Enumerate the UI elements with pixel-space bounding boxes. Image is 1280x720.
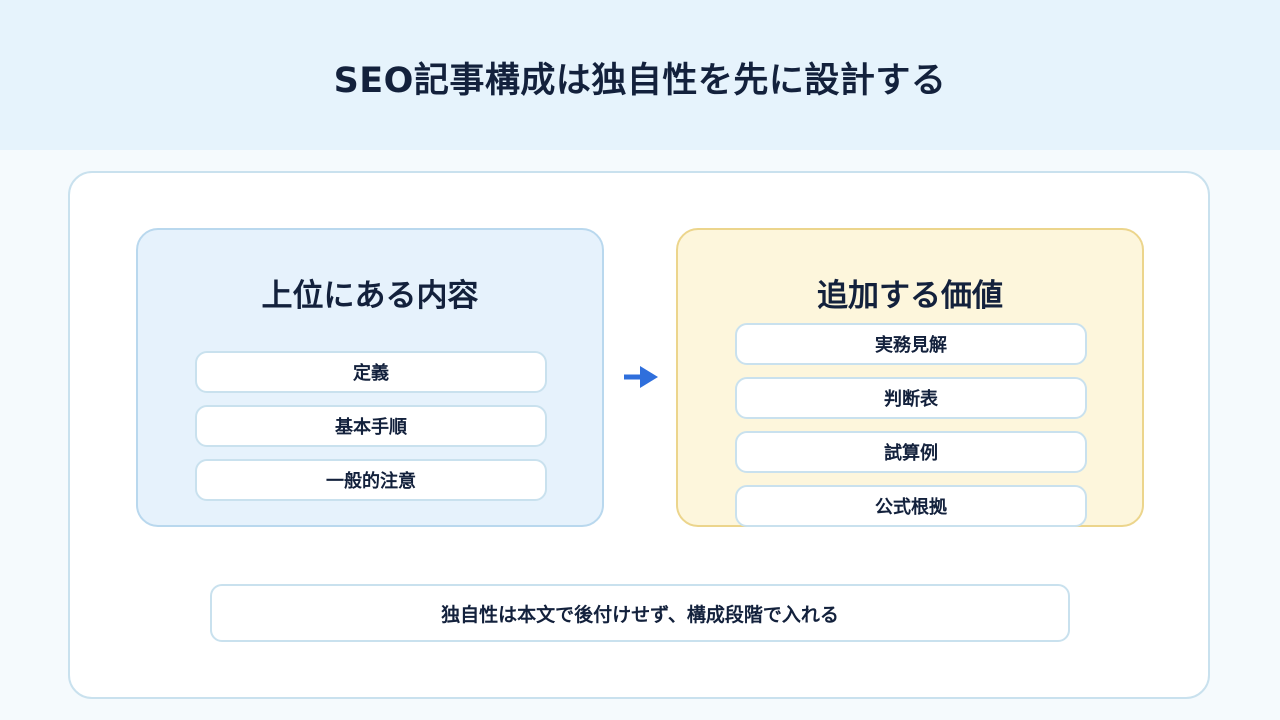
item-general-notes: 一般的注意 [195, 459, 547, 501]
item-practical-view: 実務見解 [735, 323, 1087, 365]
panel-existing-content: 上位にある内容 定義 基本手順 一般的注意 [136, 228, 604, 527]
header-band [0, 0, 1280, 150]
summary-note: 独自性は本文で後付けせず、構成段階で入れる [210, 584, 1070, 642]
panel-title-existing: 上位にある内容 [261, 278, 479, 314]
page-title: SEO記事構成は独自性を先に設計する [333, 61, 947, 101]
panel-title-added: 追加する価値 [817, 278, 1003, 314]
panel-added-value: 追加する価値 実務見解 判断表 試算例 公式根拠 [676, 228, 1144, 527]
item-definition: 定義 [195, 351, 547, 393]
item-basic-steps: 基本手順 [195, 405, 547, 447]
item-calc-example: 試算例 [735, 431, 1087, 473]
item-decision-table: 判断表 [735, 377, 1087, 419]
arrow-right-icon [624, 366, 658, 388]
item-official-source: 公式根拠 [735, 485, 1087, 527]
